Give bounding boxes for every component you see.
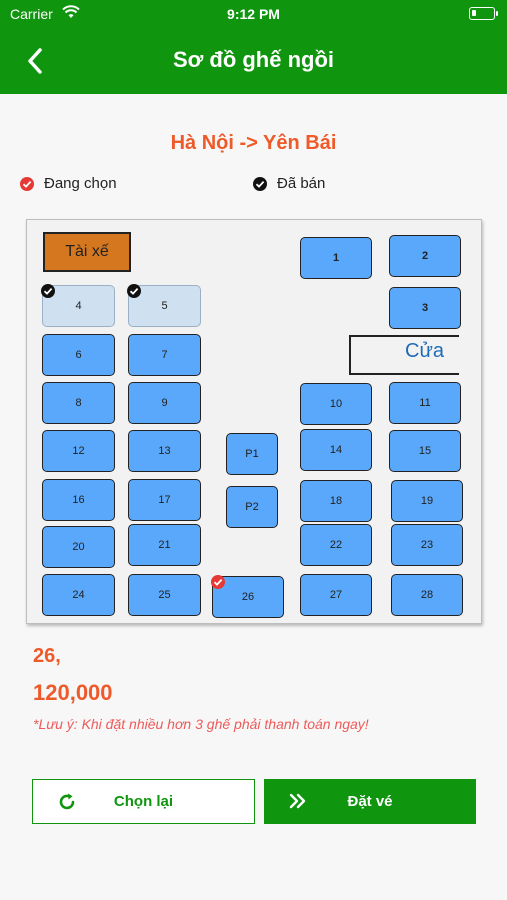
wifi-icon <box>62 4 80 23</box>
driver-label: Tài xế <box>65 243 109 260</box>
seat-label: 9 <box>161 397 168 409</box>
seat-9[interactable]: 9 <box>128 382 201 424</box>
legend-sold-label: Đã bán <box>277 175 326 192</box>
carrier-label: Carrier <box>10 6 53 22</box>
seat-label: 10 <box>329 398 343 410</box>
seat-label: 12 <box>72 445 85 457</box>
route-title: Hà Nội -> Yên Bái <box>170 132 337 154</box>
seat-21[interactable]: 21 <box>128 524 201 566</box>
seat-label: 15 <box>418 445 432 457</box>
seat-7[interactable]: 7 <box>128 334 201 376</box>
back-button[interactable] <box>20 44 54 78</box>
seat-p2[interactable]: P2 <box>226 486 278 528</box>
status-bar: Carrier 9:12 PM <box>0 0 507 28</box>
check-sold-icon <box>253 176 267 191</box>
double-chevron-right-icon <box>288 791 308 811</box>
header: Sơ đồ ghế ngồi <box>0 28 507 94</box>
book-label: Đặt vé <box>347 793 393 810</box>
seat-label: 23 <box>420 539 434 551</box>
seat-8[interactable]: 8 <box>42 382 115 424</box>
reset-button[interactable]: Chọn lại <box>32 779 255 824</box>
seat-19[interactable]: 19 <box>391 480 463 522</box>
legend-selected: Đang chọn <box>20 175 117 192</box>
seat-label: 22 <box>329 539 343 551</box>
seat-label: 1 <box>332 252 340 264</box>
legend-selected-label: Đang chọn <box>44 175 117 192</box>
seat-label: 16 <box>72 494 85 506</box>
seat-label: P2 <box>245 501 259 513</box>
seat-28[interactable]: 28 <box>391 574 463 616</box>
seat-27[interactable]: 27 <box>300 574 372 616</box>
check-selected-icon <box>211 575 225 589</box>
chevron-left-icon <box>28 48 42 74</box>
seat-label: 27 <box>329 589 343 601</box>
total-price: 120,000 <box>33 680 113 705</box>
seat-label: P1 <box>245 448 259 460</box>
seat-25[interactable]: 25 <box>128 574 201 616</box>
seat-label: 5 <box>161 300 168 312</box>
seat-2[interactable]: 2 <box>389 235 461 277</box>
seat-6[interactable]: 6 <box>42 334 115 376</box>
refresh-icon <box>57 792 77 812</box>
seat-5: 5 <box>127 284 201 327</box>
seat-12[interactable]: 12 <box>42 430 115 472</box>
reset-label: Chọn lại <box>113 793 174 810</box>
seat-label: 17 <box>158 494 171 506</box>
seat-label: 3 <box>421 302 429 314</box>
seat-16[interactable]: 16 <box>42 479 115 521</box>
seat-20[interactable]: 20 <box>42 526 115 568</box>
seat-23[interactable]: 23 <box>391 524 463 566</box>
seat-4: 4 <box>41 284 115 327</box>
seat-label: 11 <box>419 397 431 409</box>
seat-22[interactable]: 22 <box>300 524 372 566</box>
legend-sold: Đã bán <box>253 175 325 192</box>
seat-24[interactable]: 24 <box>42 574 115 616</box>
seat-14[interactable]: 14 <box>300 429 372 471</box>
seat-label: 13 <box>158 445 171 457</box>
battery-icon <box>469 7 498 20</box>
door-label: Cửa <box>405 340 444 362</box>
seat-label: 25 <box>158 589 171 601</box>
seat-label: 26 <box>241 591 255 603</box>
check-selected-icon <box>20 176 34 191</box>
seat-label: 28 <box>420 589 434 601</box>
seat-15[interactable]: 15 <box>389 430 461 472</box>
seat-label: 14 <box>329 444 343 456</box>
page-title: Sơ đồ ghế ngồi <box>172 47 335 72</box>
seat-label: 24 <box>72 589 85 601</box>
payment-note: *Lưu ý: Khi đặt nhiều hơn 3 ghế phải tha… <box>33 716 369 732</box>
seat-p1[interactable]: P1 <box>226 433 278 475</box>
seat-label: 4 <box>75 300 82 312</box>
selected-seats: 26, <box>33 645 61 667</box>
seat-18[interactable]: 18 <box>300 480 372 522</box>
seat-label: 19 <box>420 495 434 507</box>
seat-10[interactable]: 10 <box>300 383 372 425</box>
driver-seat: Tài xế <box>43 232 131 272</box>
seat-label: 18 <box>329 495 343 507</box>
seat-label: 7 <box>161 349 168 361</box>
book-button[interactable]: Đặt vé <box>264 779 476 824</box>
seat-3[interactable]: 3 <box>389 287 461 329</box>
seat-label: 8 <box>75 397 82 409</box>
status-time: 9:12 PM <box>227 6 280 22</box>
seat-label: 21 <box>158 539 171 551</box>
seat-label: 6 <box>75 349 82 361</box>
seat-label: 2 <box>421 250 429 262</box>
seat-26[interactable]: 26 <box>211 575 284 618</box>
seat-1[interactable]: 1 <box>300 237 372 279</box>
seat-13[interactable]: 13 <box>128 430 201 472</box>
seat-17[interactable]: 17 <box>128 479 201 521</box>
seat-11[interactable]: 11 <box>389 382 461 424</box>
check-sold-icon <box>41 284 55 298</box>
seat-label: 20 <box>72 541 85 553</box>
door: Cửa <box>349 335 459 375</box>
check-sold-icon <box>127 284 141 298</box>
